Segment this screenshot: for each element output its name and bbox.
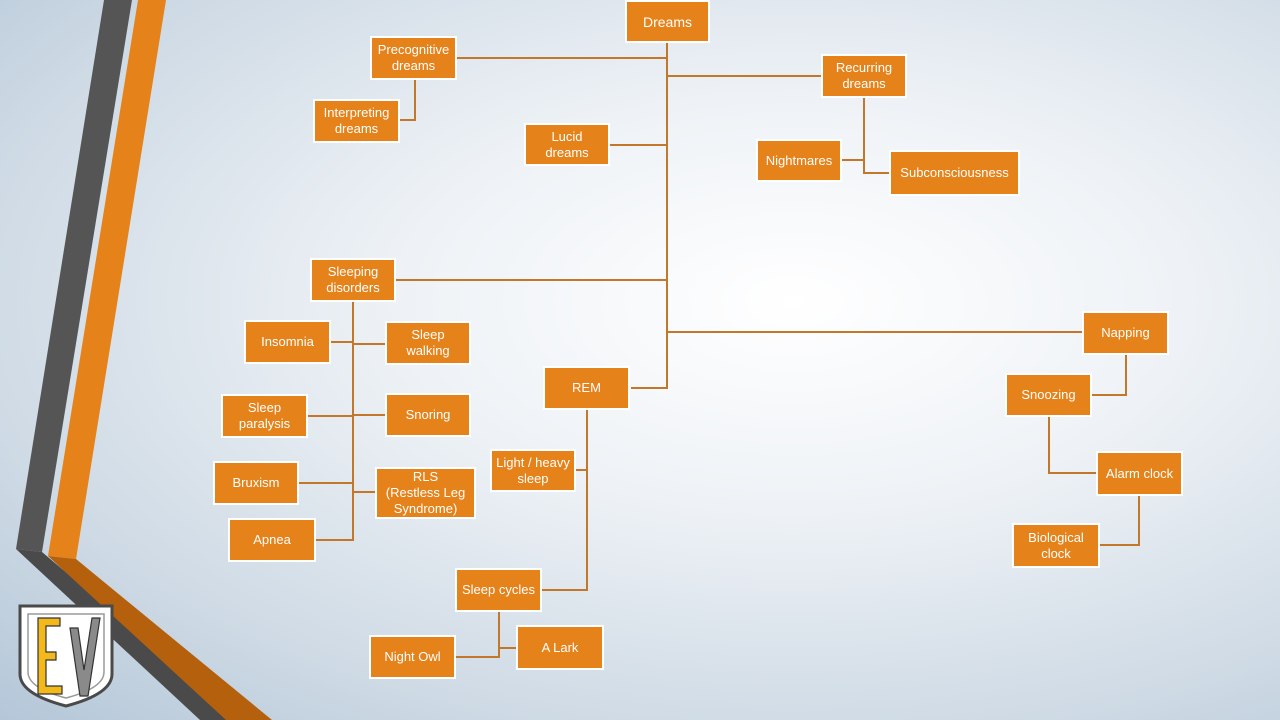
ev-logo — [18, 604, 114, 708]
node-biological-clock: Biological clock — [1012, 523, 1100, 568]
node-snoozing: Snoozing — [1005, 373, 1092, 417]
connector-disorders-spine — [316, 302, 354, 541]
node-rls: RLS (Restless Leg Syndrome) — [375, 467, 476, 519]
node-napping: Napping — [1082, 311, 1169, 355]
node-sleeping-disorders: Sleeping disorders — [310, 258, 396, 302]
node-interpreting-dreams: Interpreting dreams — [313, 99, 400, 143]
connector-nightmares — [842, 97, 890, 174]
connector-snoozing-alarm — [1048, 416, 1097, 474]
connector-napping-snoozing — [1092, 354, 1127, 396]
node-insomnia: Insomnia — [244, 320, 331, 364]
connector-interpreting — [400, 80, 416, 121]
node-sleep-paralysis: Sleep paralysis — [221, 394, 308, 438]
dark-stripe — [16, 0, 132, 552]
node-apnea: Apnea — [228, 518, 316, 562]
orange-stripe — [48, 0, 166, 559]
node-bruxism: Bruxism — [213, 461, 299, 505]
node-a-lark: A Lark — [516, 625, 604, 670]
node-sleep-walking: Sleep walking — [385, 321, 471, 365]
connector-sleep-cycles-children — [456, 612, 517, 658]
node-recurring-dreams: Recurring dreams — [821, 54, 907, 98]
node-night-owl: Night Owl — [369, 635, 456, 679]
connector-rem-spine — [542, 410, 588, 591]
node-rem: REM — [543, 366, 630, 410]
node-nightmares: Nightmares — [756, 139, 842, 182]
connector-alarm-biological — [1099, 494, 1140, 546]
node-sleep-cycles: Sleep cycles — [455, 568, 542, 612]
node-dreams: Dreams — [625, 0, 710, 43]
node-precognitive-dreams: Precognitive dreams — [370, 36, 457, 80]
node-snoring: Snoring — [385, 393, 471, 437]
orange-diagonal-band — [48, 556, 272, 720]
node-alarm-clock: Alarm clock — [1096, 451, 1183, 496]
node-light-heavy-sleep: Light / heavy sleep — [490, 449, 576, 492]
node-lucid-dreams: Lucid dreams — [524, 123, 610, 166]
node-subconsciousness: Subconsciousness — [889, 150, 1020, 196]
connector-trunk — [631, 42, 668, 389]
